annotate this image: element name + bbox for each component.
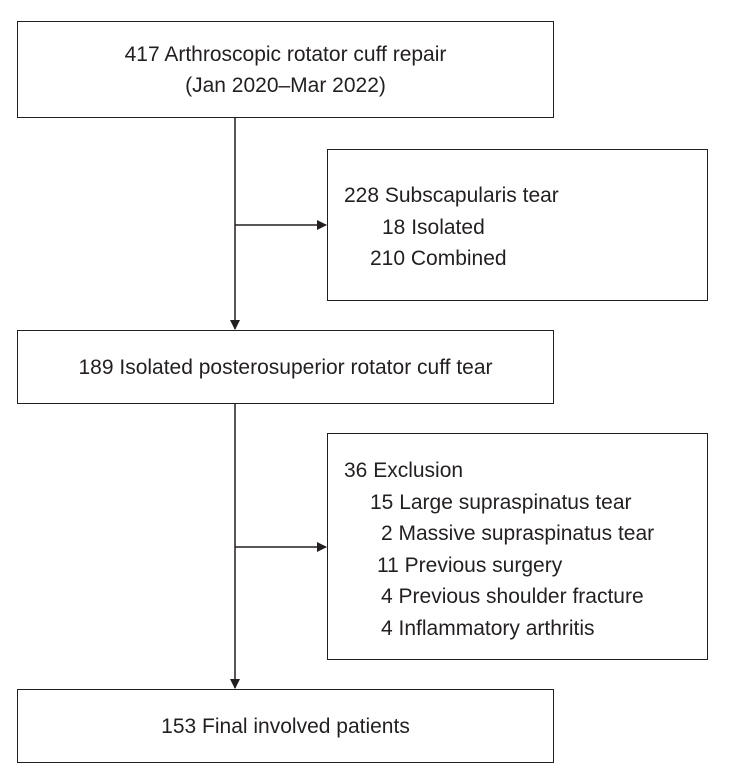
- exclusion-item: 4 Previous shoulder fracture: [381, 585, 644, 608]
- exclusion-title: 36 Exclusion: [344, 459, 464, 482]
- start-box-line1: 417 Arthroscopic rotator cuff repair: [124, 42, 447, 66]
- subscapularis-item: 210 Combined: [370, 247, 507, 270]
- exclusion-item: 4 Inflammatory arthritis: [381, 616, 595, 640]
- subscapularis-title: 228 Subscapularis tear: [344, 184, 559, 207]
- final-box-text: 153 Final involved patients: [161, 714, 410, 738]
- start-box: 417 Arthroscopic rotator cuff repair (Ja…: [17, 21, 554, 118]
- start-box-line2: (Jan 2020–Mar 2022): [185, 73, 386, 97]
- subscapularis-box: 228 Subscapularis tear 18 Isolated 210 C…: [327, 149, 708, 301]
- subscapularis-item: 18 Isolated: [382, 215, 485, 239]
- exclusion-box: 36 Exclusion 15 Large supraspinatus tear…: [327, 433, 708, 660]
- middle-box: 189 Isolated posterosuperior rotator cuf…: [17, 330, 554, 404]
- final-box: 153 Final involved patients: [17, 689, 554, 763]
- middle-box-text: 189 Isolated posterosuperior rotator cuf…: [78, 355, 493, 379]
- exclusion-item: 2 Massive supraspinatus tear: [381, 522, 655, 545]
- exclusion-item: 15 Large supraspinatus tear: [370, 490, 632, 514]
- exclusion-item: 11 Previous surgery: [377, 553, 563, 577]
